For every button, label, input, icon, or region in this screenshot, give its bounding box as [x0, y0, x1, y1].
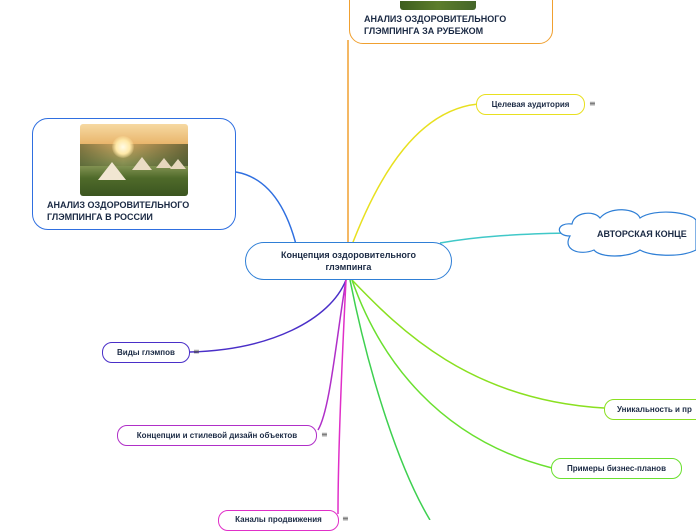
russia-photo-tent [98, 162, 126, 180]
edge-design [317, 279, 347, 431]
node-audience[interactable]: Целевая аудитория [476, 94, 585, 115]
note-icon[interactable]: ≡ [193, 347, 200, 356]
node-author-concept-label[interactable]: АВТОРСКАЯ КОНЦЕ [597, 229, 687, 239]
russia-photo-tent [156, 158, 172, 168]
russia-photo-tent [132, 157, 152, 170]
note-icon[interactable]: ≡ [321, 430, 328, 439]
edge-uniqueness [351, 279, 605, 409]
node-types[interactable]: Виды глэмпов [102, 342, 190, 363]
central-topic[interactable]: Концепция оздоровительного глэмпинга [245, 242, 452, 280]
author-cloud-shape [558, 209, 696, 257]
node-audience-label: Целевая аудитория [491, 100, 570, 109]
node-business-plans[interactable]: Примеры бизнес-планов [551, 458, 682, 479]
node-channels[interactable]: Каналы продвижения [218, 510, 339, 531]
node-abroad-label: АНАЛИЗ ОЗДОРОВИТЕЛЬНОГО ГЛЭМПИНГА ЗА РУБ… [364, 14, 507, 36]
note-icon[interactable]: ≡ [342, 514, 349, 523]
node-uniqueness-label: Уникальность и пр [617, 405, 692, 414]
note-icon[interactable]: ≡ [589, 99, 596, 108]
edge-plans [351, 279, 553, 469]
node-design-label: Концепции и стилевой дизайн объектов [136, 431, 298, 440]
node-design[interactable]: Концепции и стилевой дизайн объектов [117, 425, 317, 446]
edge-down [349, 279, 431, 520]
russia-photo-sun [112, 136, 134, 158]
russia-photo [80, 124, 188, 196]
node-types-label: Виды глэмпов [117, 348, 175, 357]
russia-photo-tent [170, 159, 186, 169]
edge-audience [349, 103, 479, 251]
edge-channels [337, 279, 347, 515]
abroad-photo [400, 1, 476, 10]
node-russia-label: АНАЛИЗ ОЗДОРОВИТЕЛЬНОГО ГЛЭМПИНГА В РОСС… [47, 200, 190, 222]
central-topic-title: Концепция оздоровительного глэмпинга [280, 250, 417, 272]
node-business-plans-label: Примеры бизнес-планов [567, 464, 666, 473]
connections-layer [189, 40, 696, 520]
edge-author [439, 232, 567, 244]
node-uniqueness[interactable]: Уникальность и пр [604, 399, 696, 420]
node-abroad[interactable]: АНАЛИЗ ОЗДОРОВИТЕЛЬНОГО ГЛЭМПИНГА ЗА РУБ… [349, 0, 553, 44]
edge-types [189, 279, 347, 353]
